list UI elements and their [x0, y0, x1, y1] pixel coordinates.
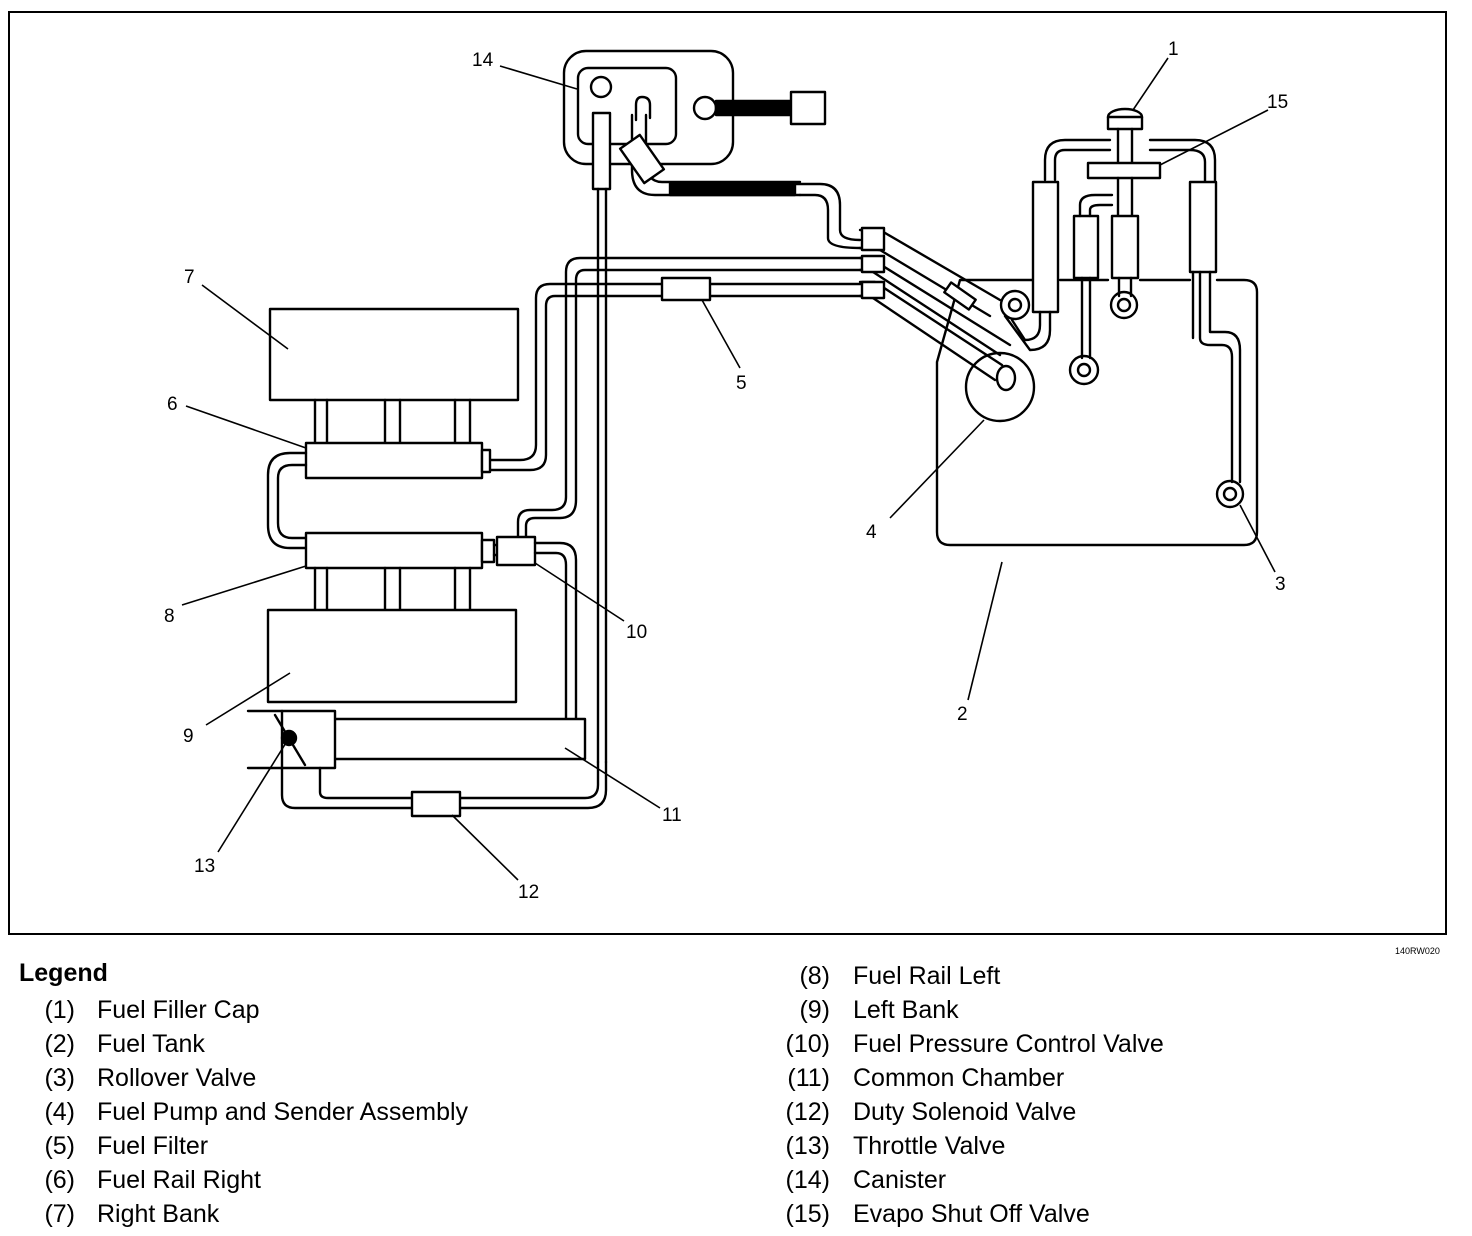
callout-2: 2: [957, 704, 968, 725]
callout-11: 11: [662, 805, 682, 826]
fuel-tank: [935, 278, 1259, 547]
tank-fitting-b: [1109, 290, 1139, 320]
pump-inlet: [995, 364, 1017, 392]
callout-12: 12: [518, 882, 539, 903]
evapo-shut-off-valve: [1086, 161, 1162, 180]
callout-10: 10: [626, 622, 647, 643]
rollover-valve: [1215, 479, 1245, 509]
fuel-pressure-control-valve: [495, 535, 537, 567]
common-chamber: [330, 717, 587, 761]
vent-valve-mid-b: [1110, 214, 1140, 280]
figure-id: 140RW020: [1395, 946, 1440, 956]
callout-13: 13: [194, 856, 215, 877]
tank-fitting-c: [999, 289, 1031, 321]
fuel-rail-right: [304, 441, 484, 480]
tank-fitting-a: [1068, 354, 1100, 386]
callout-3: 3: [1275, 574, 1286, 595]
left-bank: [266, 608, 518, 704]
vent-valve-left: [1031, 180, 1060, 314]
callout-14: 14: [472, 50, 494, 71]
vent-valve-right: [1188, 180, 1218, 274]
callout-7: 7: [184, 267, 195, 288]
callout-4: 4: [866, 522, 877, 543]
duty-solenoid-valve: [410, 790, 462, 818]
diagram-frame: [8, 11, 1447, 935]
callout-8: 8: [164, 606, 175, 627]
callout-15: 15: [1267, 92, 1288, 113]
fuel-rail-left: [304, 531, 484, 570]
vent-valve-mid-a: [1072, 214, 1100, 280]
callout-9: 9: [183, 726, 194, 747]
fuel-filter: [660, 276, 712, 302]
callout-6: 6: [167, 394, 178, 415]
callout-5: 5: [736, 373, 747, 394]
canister-port-box: [789, 90, 827, 126]
callout-1: 1: [1168, 39, 1179, 60]
right-bank: [268, 307, 520, 402]
